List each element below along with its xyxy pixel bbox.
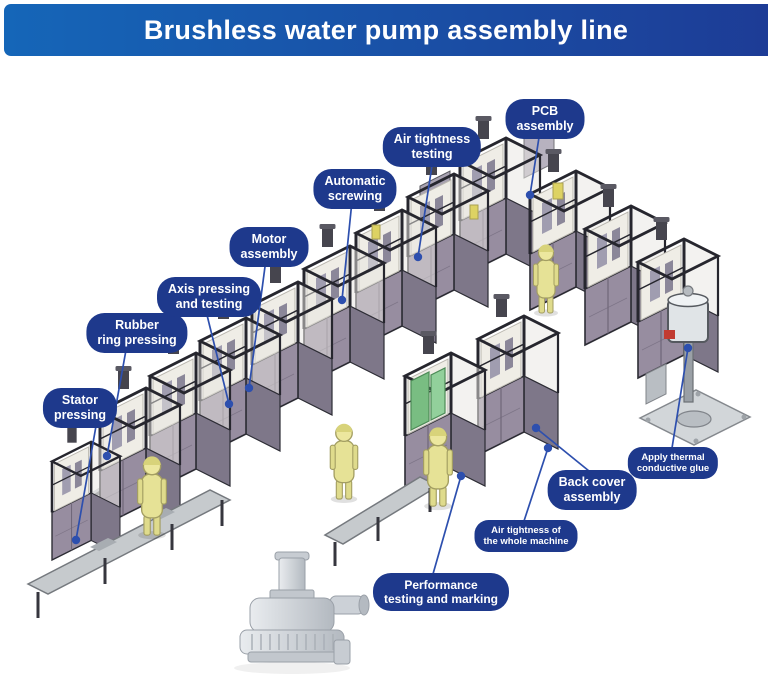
- label-line: Automatic: [324, 174, 386, 188]
- robot-arm: [552, 182, 564, 200]
- label-line: testing: [411, 146, 453, 161]
- machine-stations-near: [50, 186, 560, 562]
- label-air-tightness-testing: Air tightness testing: [382, 127, 482, 167]
- label-line: Motor: [251, 232, 287, 246]
- label-line: testing and marking: [383, 592, 499, 607]
- label-line: Axis pressing: [168, 282, 250, 296]
- label-line: conductive glue: [636, 463, 710, 475]
- page-title: Brushless water pump assembly line: [143, 14, 629, 45]
- green-test-cabinet: [430, 367, 446, 421]
- robot-arm: [371, 224, 381, 240]
- water-pump-product: [234, 551, 370, 674]
- label-line: Air tightness: [393, 132, 471, 146]
- label-line: the whole machine: [483, 536, 569, 548]
- robot-arm: [469, 204, 479, 220]
- label-line: ring pressing: [97, 332, 177, 347]
- label-line: Performance: [404, 578, 478, 592]
- label-line: PCB: [531, 104, 559, 118]
- label-line: Back cover: [558, 475, 626, 489]
- label-line: Air tightness of: [491, 525, 561, 536]
- label-automatic-screwing: Automatic screwing: [313, 169, 397, 209]
- label-line: assembly: [240, 246, 298, 261]
- title-banner: Brushless water pump assembly line: [4, 4, 768, 56]
- label-motor-assembly: Motor assembly: [229, 227, 309, 267]
- operators: [136, 182, 564, 540]
- label-performance-testing-marking: Performance testing and marking: [372, 573, 510, 612]
- operator-figure: [329, 423, 359, 504]
- label-line: assembly: [563, 489, 621, 504]
- label-line: assembly: [516, 118, 574, 133]
- station-frame: [476, 292, 560, 457]
- label-line: Rubber: [115, 318, 159, 332]
- label-pcb-assembly: PCB assembly: [505, 99, 585, 139]
- label-apply-thermal-conductive-glue: Apply thermal conductive glue: [627, 447, 719, 480]
- label-air-tightness-whole-machine: Air tightness of the whole machine: [474, 520, 578, 553]
- label-line: Stator: [61, 393, 99, 407]
- red-control-box: [664, 330, 675, 339]
- label-line: Apply thermal: [641, 452, 705, 463]
- label-stator-pressing: Stator pressing: [42, 388, 118, 428]
- label-line: and testing: [175, 296, 243, 311]
- label-line: screwing: [327, 188, 383, 203]
- label-back-cover-assembly: Back cover assembly: [547, 470, 637, 510]
- label-line: pressing: [53, 407, 107, 422]
- leader-lines: [71, 130, 693, 575]
- label-rubber-ring-pressing: Rubber ring pressing: [86, 313, 188, 353]
- label-axis-pressing-and-testing: Axis pressing and testing: [157, 277, 261, 317]
- green-test-cabinet: [410, 371, 430, 431]
- glue-machine: [638, 285, 752, 446]
